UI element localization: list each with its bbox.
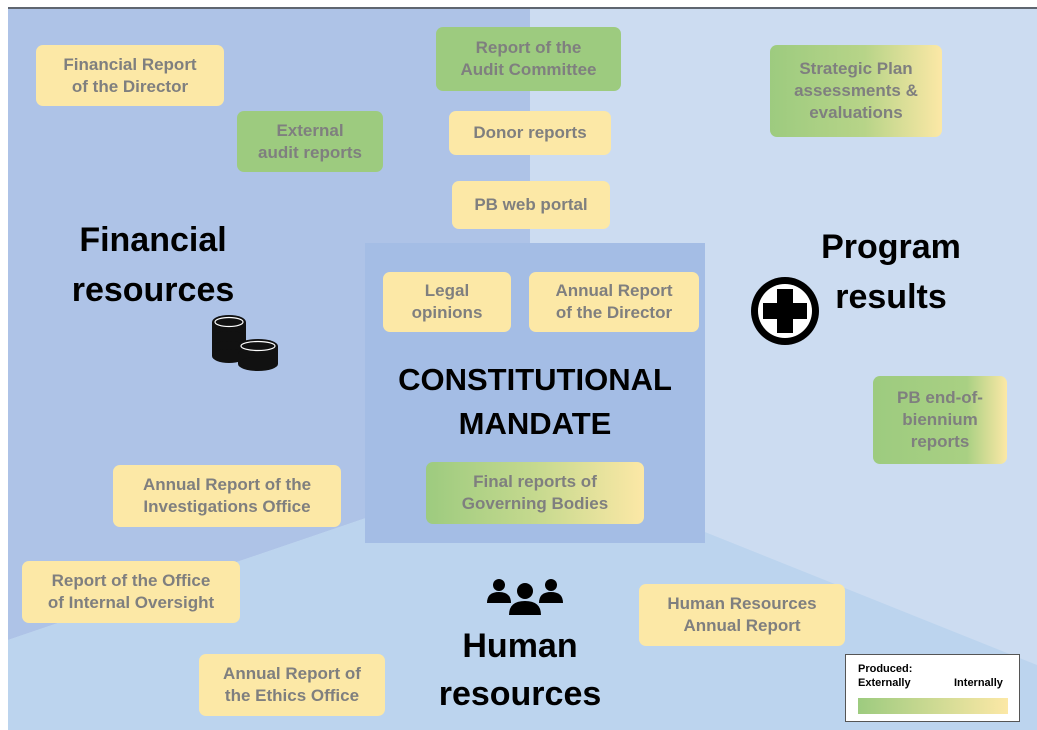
program-results-label: Program results	[821, 228, 961, 316]
governing-bodies-box: Final reports of Governing Bodies	[426, 462, 644, 524]
external-audit-reports-box: External audit reports	[237, 111, 383, 172]
hr-annual-report-box: Human Resources Annual Report	[639, 584, 845, 646]
ethics-office-box: Annual Report of the Ethics Office	[199, 654, 385, 716]
pb-web-portal-box: PB web portal	[452, 181, 610, 229]
audit-committee-report-box: Report of the Audit Committee	[436, 27, 621, 91]
people-icon	[487, 579, 563, 615]
legend-gradient-bar	[858, 698, 1008, 714]
legal-opinions-box: Legal opinions	[383, 272, 511, 332]
coins-icon	[212, 315, 278, 371]
financial-report-director-box: Financial Report of the Director	[36, 45, 224, 106]
legend-title: Produced:	[858, 663, 913, 675]
legend: Produced: Externally Internally	[845, 654, 1020, 722]
legend-internally-label: Internally	[954, 677, 1003, 689]
investigations-office-box: Annual Report of the Investigations Offi…	[113, 465, 341, 527]
strategic-plan-box: Strategic Plan assessments & evaluations	[770, 45, 942, 137]
internal-oversight-box: Report of the Office of Internal Oversig…	[22, 561, 240, 623]
plus-circle-icon	[751, 277, 819, 345]
donor-reports-box: Donor reports	[449, 111, 611, 155]
pb-end-biennium-box: PB end-of- biennium reports	[873, 376, 1007, 464]
constitutional-mandate-label: CONSTITUTIONAL MANDATE	[398, 362, 672, 441]
legend-externally-label: Externally	[858, 677, 911, 689]
financial-resources-label: Financial resources	[71, 221, 235, 309]
annual-report-director-box: Annual Report of the Director	[529, 272, 699, 332]
human-resources-label: Human resources	[438, 627, 602, 713]
